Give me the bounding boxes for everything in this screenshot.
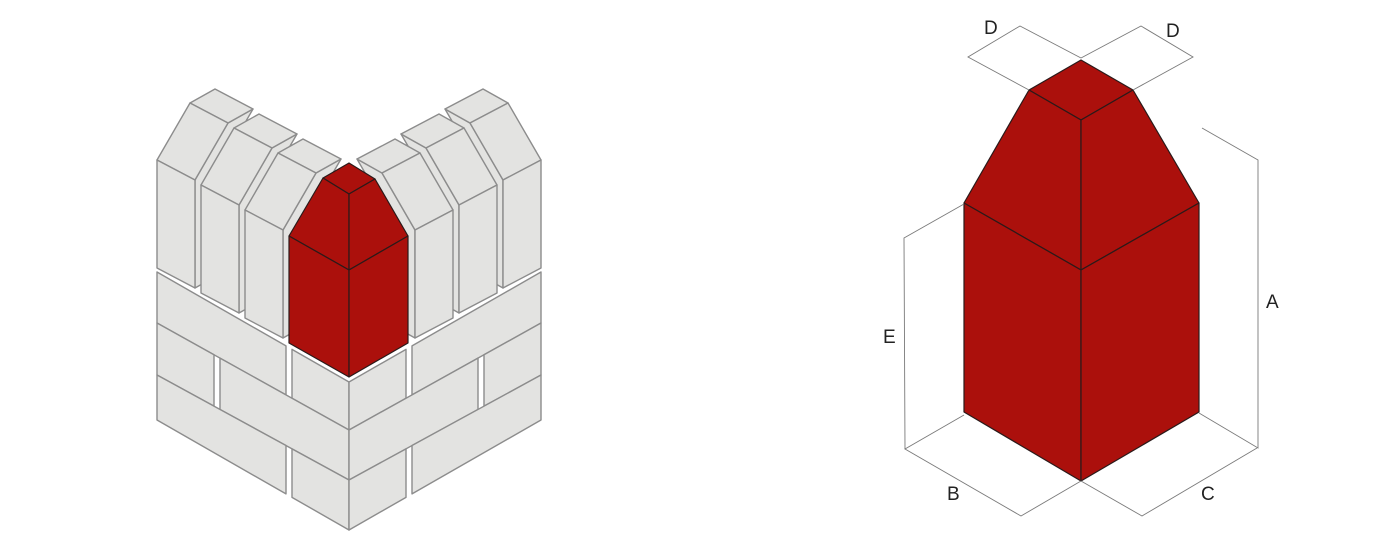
label-c: C [1201,484,1215,505]
vertical-brick-left-front-face [200,184,240,314]
vertical-brick-right-front-face [414,209,454,339]
horizontal-brick-right [411,374,542,495]
horizontal-brick-left [156,374,287,495]
label-d-right: D [1166,21,1180,42]
dimension-line-d-left [967,25,1082,91]
vertical-brick-left-front-face [244,209,284,339]
dimension-line-c [1080,447,1258,517]
dimension-line-a [1198,127,1259,449]
dimension-line-b [904,414,1082,517]
label-d-left: D [984,18,998,39]
label-b: B [947,484,960,505]
label-a: A [1266,292,1279,313]
red-brick-right-face [348,235,409,378]
vertical-brick-left-front-face [156,159,196,289]
dimension-line-d-right [1080,25,1194,91]
horizontal-brick-right [348,448,407,531]
vertical-brick-right-front-face [502,159,542,289]
dimensioned-block: D D A E B C [883,18,1279,517]
brick-corner-assembly [156,88,542,531]
dimension-line-e [903,203,965,450]
label-e: E [883,327,896,348]
vertical-brick-right-front-face [458,184,498,314]
